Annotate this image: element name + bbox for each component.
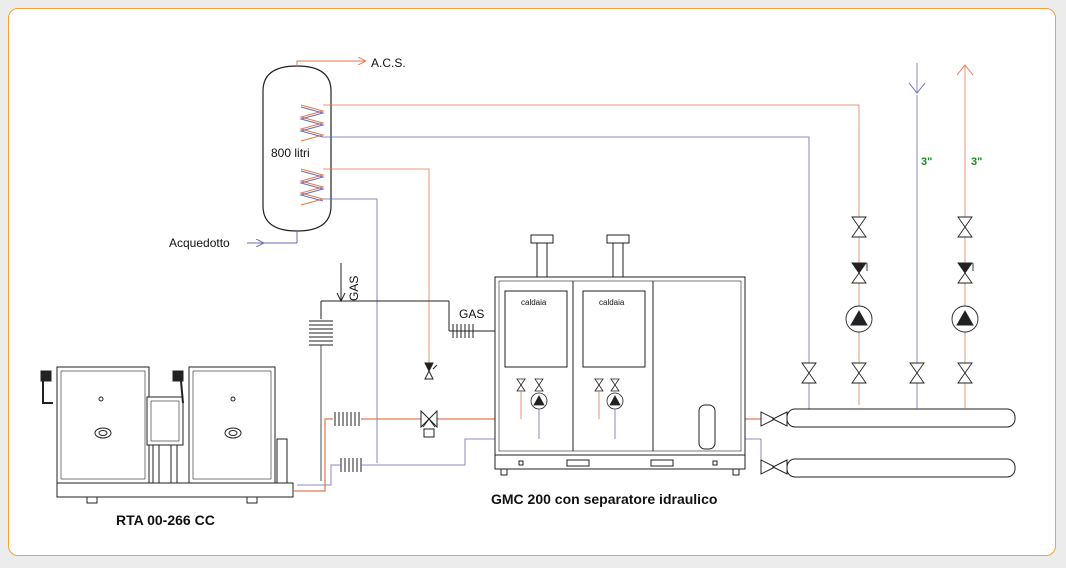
aqueduct-inlet: Acquedotto (169, 231, 298, 250)
rta-unit-label: RTA 00-266 CC (116, 512, 215, 528)
pipe-size-left: 3" (921, 156, 932, 168)
pipe-size-right: 3" (971, 156, 982, 168)
tank-capacity-label: 800 litri (271, 146, 310, 160)
tank-coil-pipes (323, 104, 860, 463)
boiler-label-left: caldaia (521, 298, 547, 307)
acs-label: A.C.S. (371, 56, 406, 70)
rta-unit (40, 366, 294, 504)
distribution-headers (760, 408, 1016, 478)
gas-vertical-label: GAS (347, 276, 361, 301)
hydraulic-schematic: 800 litri A.C.S. Acquedotto GAS (40, 56, 1016, 528)
boiler-label-right: caldaia (599, 298, 625, 307)
gmc-unit-label: GMC 200 con separatore idraulico (491, 491, 717, 507)
riser-components (801, 216, 979, 384)
mixing-valve (420, 362, 438, 438)
storage-tank: 800 litri (262, 65, 332, 232)
boiler-internals (516, 378, 624, 439)
diagram-frame: 800 litri A.C.S. Acquedotto GAS (8, 8, 1056, 556)
gmc-cabinet (494, 234, 746, 476)
aqueduct-label: Acquedotto (169, 236, 230, 250)
gas-horizontal-label: GAS (459, 307, 484, 321)
gas-supply: GAS GAS (309, 263, 497, 481)
acs-outlet: A.C.S. (296, 56, 406, 70)
